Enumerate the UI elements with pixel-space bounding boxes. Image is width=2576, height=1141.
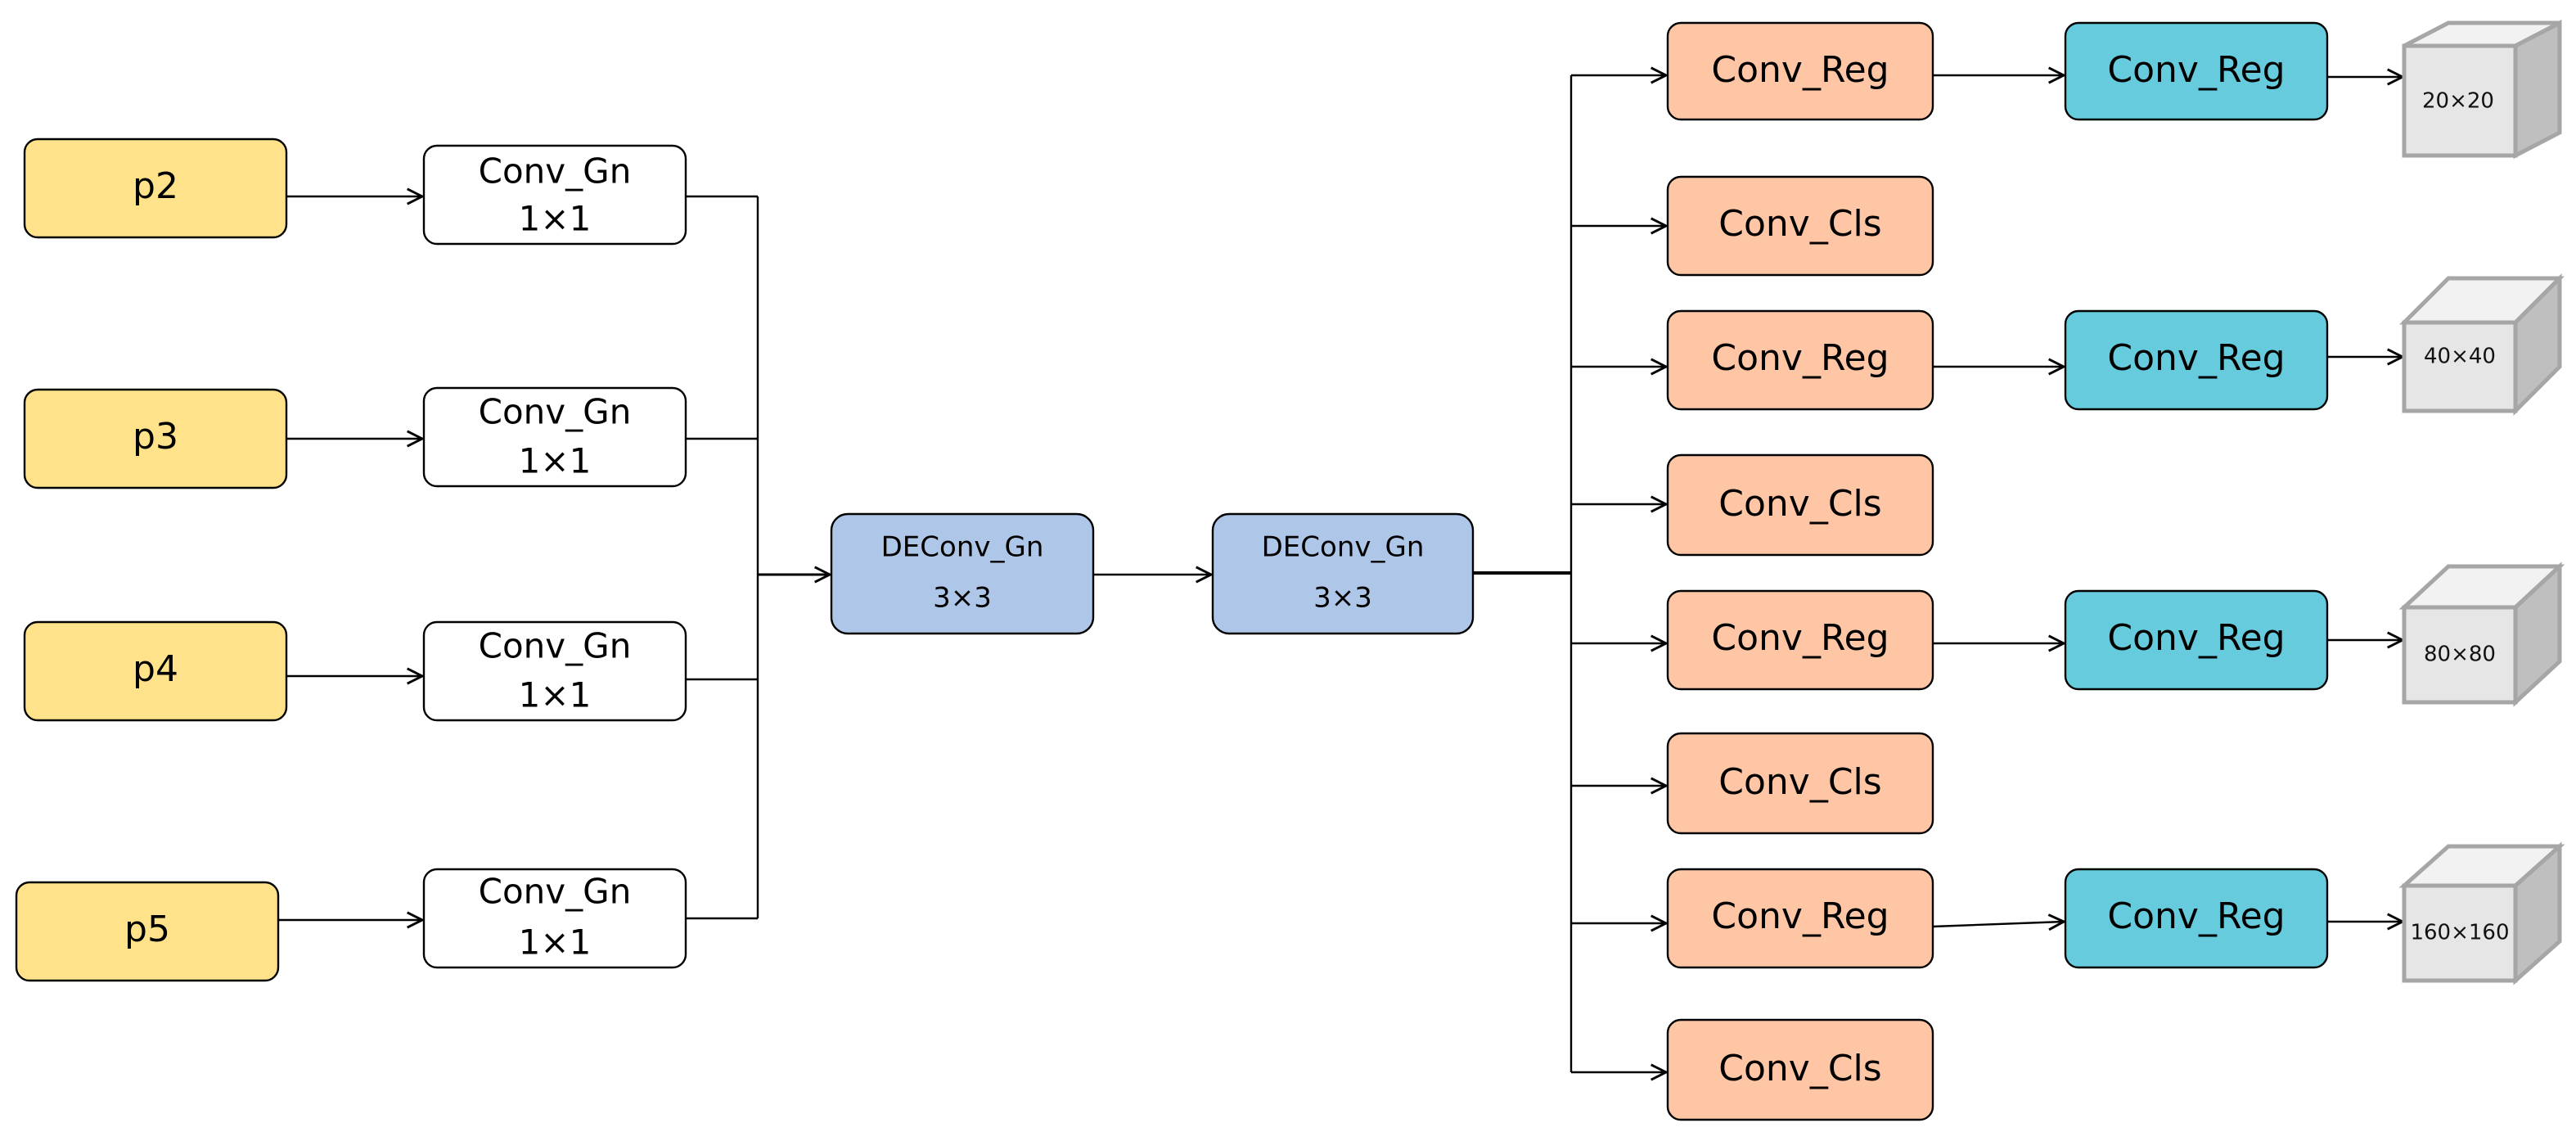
reg-out-2-box <box>2064 309 2329 411</box>
head-cls-1-box <box>1666 175 1934 277</box>
deconv-1-title: DEConv_Gn <box>881 531 1044 564</box>
conv-gn-3-node: Conv_Gn 1×1 <box>422 620 687 722</box>
conv-gn-2-title: Conv_Gn <box>479 392 632 432</box>
head-cls-1-label: Conv_Cls <box>1718 203 1881 245</box>
cube-40-size-label: 40×40 <box>2424 345 2496 369</box>
head-reg-1-box <box>1666 21 1934 121</box>
input-p3-node: p3 <box>23 388 288 489</box>
head-reg-4-label: Conv_Reg <box>1711 895 1889 937</box>
cube-80-front <box>2402 605 2518 705</box>
reg-out-4-node: Conv_Reg <box>2064 868 2329 969</box>
head-reg-2-box <box>1666 309 1934 411</box>
reg-out-1-label: Conv_Reg <box>2107 49 2285 91</box>
head-cls-4-label: Conv_Cls <box>1718 1048 1881 1089</box>
output-cube-160: 160×160 <box>2398 841 2565 985</box>
head-cls-1-node: Conv_Cls <box>1666 175 1934 277</box>
head-cls-2-node: Conv_Cls <box>1666 453 1934 557</box>
input-p2-node: p2 <box>23 138 288 239</box>
output-cube-20: 20×20 <box>2402 19 2562 160</box>
conv-gn-1-box <box>422 144 687 246</box>
deconv-1-box <box>830 512 1095 635</box>
head-reg-4-box <box>1666 868 1934 969</box>
input-p2-label: p2 <box>133 165 178 207</box>
conv-gn-3-box <box>422 620 687 722</box>
head-cls-4-box <box>1666 1018 1934 1121</box>
input-p3-label: p3 <box>133 416 178 458</box>
conv-gn-4-node: Conv_Gn 1×1 <box>422 868 687 969</box>
arrow-reg-out-4 <box>1932 922 2064 927</box>
input-p4-label: p4 <box>133 648 178 690</box>
input-p5-node: p5 <box>15 881 280 982</box>
conv-gn-4-kernel: 1×1 <box>519 922 592 963</box>
head-cls-3-box <box>1666 732 1934 835</box>
cube-20-side <box>2513 19 2562 160</box>
input-p4-node: p4 <box>23 620 288 722</box>
reg-out-2-label: Conv_Reg <box>2107 337 2285 379</box>
output-cube-80: 80×80 <box>2398 561 2565 707</box>
reg-out-4-label: Conv_Reg <box>2107 895 2285 937</box>
head-cls-3-label: Conv_Cls <box>1718 761 1881 803</box>
reg-out-3-node: Conv_Reg <box>2064 589 2329 691</box>
conv-gn-2-node: Conv_Gn 1×1 <box>422 386 687 488</box>
deconv-1-kernel: 3×3 <box>933 582 992 615</box>
head-cls-3-node: Conv_Cls <box>1666 732 1934 835</box>
head-reg-2-node: Conv_Reg <box>1666 309 1934 411</box>
conv-gn-3-title: Conv_Gn <box>479 626 632 666</box>
conv-gn-1-kernel: 1×1 <box>519 199 592 239</box>
conv-gn-1-node: Conv_Gn 1×1 <box>422 144 687 246</box>
conv-gn-2-kernel: 1×1 <box>519 441 592 481</box>
connectors <box>278 75 2403 1072</box>
head-reg-3-label: Conv_Reg <box>1711 617 1889 659</box>
reg-out-3-box <box>2064 589 2329 691</box>
head-reg-3-box <box>1666 589 1934 691</box>
input-p5-box <box>15 881 280 982</box>
reg-out-3-label: Conv_Reg <box>2107 617 2285 659</box>
output-cube-40: 40×40 <box>2398 273 2565 417</box>
reg-out-4-box <box>2064 868 2329 969</box>
head-reg-1-label: Conv_Reg <box>1711 49 1889 91</box>
input-p4-box <box>23 620 288 722</box>
input-p5-label: p5 <box>124 909 170 950</box>
conv-gn-3-kernel: 1×1 <box>519 675 592 715</box>
deconv-2-node: DEConv_Gn 3×3 <box>1211 512 1475 635</box>
cube-20-front <box>2402 43 2518 158</box>
reg-out-1-node: Conv_Reg <box>2064 21 2329 121</box>
conv-gn-1-title: Conv_Gn <box>479 151 632 192</box>
head-cls-4-node: Conv_Cls <box>1666 1018 1934 1121</box>
cube-160-front <box>2402 883 2518 983</box>
deconv-2-title: DEConv_Gn <box>1262 531 1425 564</box>
head-reg-4-node: Conv_Reg <box>1666 868 1934 969</box>
reg-out-2-node: Conv_Reg <box>2064 309 2329 411</box>
cube-80-size-label: 80×80 <box>2424 643 2496 667</box>
cube-160-size-label: 160×160 <box>2410 921 2509 945</box>
head-cls-2-label: Conv_Cls <box>1718 483 1881 525</box>
deconv-2-kernel: 3×3 <box>1313 582 1372 615</box>
head-reg-3-node: Conv_Reg <box>1666 589 1934 691</box>
input-p3-box <box>23 388 288 489</box>
head-reg-1-node: Conv_Reg <box>1666 21 1934 121</box>
cube-20-size-label: 20×20 <box>2422 89 2494 114</box>
deconv-1-node: DEConv_Gn 3×3 <box>830 512 1095 635</box>
cube-40-front <box>2402 320 2518 413</box>
conv-gn-4-title: Conv_Gn <box>479 872 632 912</box>
conv-gn-4-box <box>422 868 687 969</box>
reg-out-1-box <box>2064 21 2329 121</box>
head-cls-2-box <box>1666 453 1934 557</box>
head-reg-2-label: Conv_Reg <box>1711 337 1889 379</box>
conv-gn-2-box <box>422 386 687 488</box>
deconv-2-box <box>1211 512 1475 635</box>
input-p2-box <box>23 138 288 239</box>
